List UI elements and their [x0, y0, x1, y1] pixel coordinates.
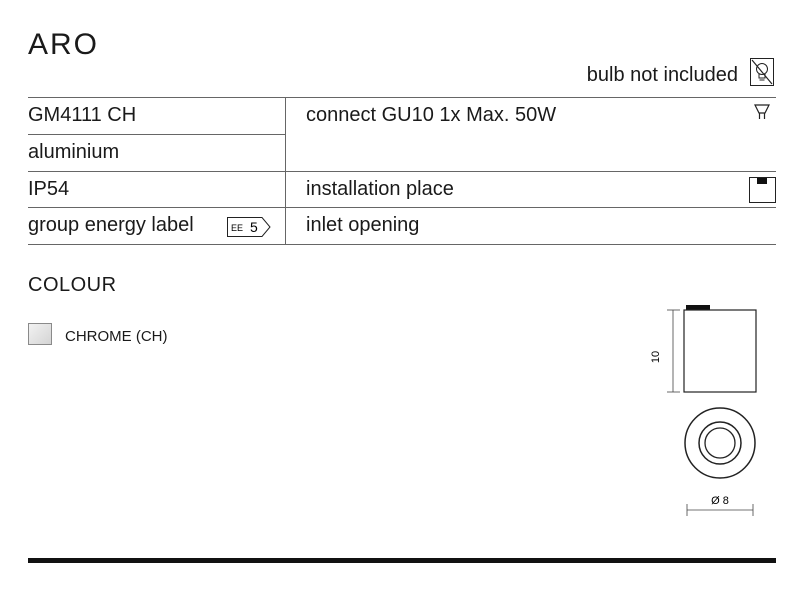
dimension-drawing: 10 Ø 8	[650, 305, 757, 516]
table-rule	[28, 207, 776, 208]
product-code: GM4111 CH	[28, 104, 137, 126]
installation-place: installation place	[306, 178, 454, 200]
table-rule	[28, 134, 285, 135]
material: aluminium	[28, 141, 120, 163]
ip-rating: IP54	[28, 178, 70, 200]
product-title: ARO	[28, 28, 100, 61]
connection-spec: connect GU10 1x Max. 50W	[306, 104, 557, 126]
energy-label: group energy label	[28, 214, 194, 236]
ceiling-mount-icon	[749, 177, 776, 203]
colour-heading: COLOUR	[28, 274, 117, 296]
bottom-rule	[28, 558, 776, 563]
table-rule-top	[28, 97, 776, 98]
crossed-bulb-icon	[750, 58, 774, 86]
bulb-note: bulb not included	[586, 64, 738, 86]
diameter-dimension: Ø 8	[711, 495, 729, 507]
colour-name: CHROME (CH)	[65, 328, 168, 345]
gu10-bulb-icon	[754, 104, 770, 119]
inlet-opening: inlet opening	[306, 214, 420, 236]
energy-label-arrow-icon: EE 5	[227, 217, 271, 237]
table-rule-bottom	[28, 244, 776, 245]
energy-badge-text: EE	[231, 223, 243, 233]
energy-badge-value: 5	[250, 219, 258, 235]
colour-swatch-chrome	[28, 323, 52, 345]
table-rule	[28, 171, 776, 172]
table-divider	[285, 97, 286, 244]
height-dimension: 10	[650, 351, 662, 363]
